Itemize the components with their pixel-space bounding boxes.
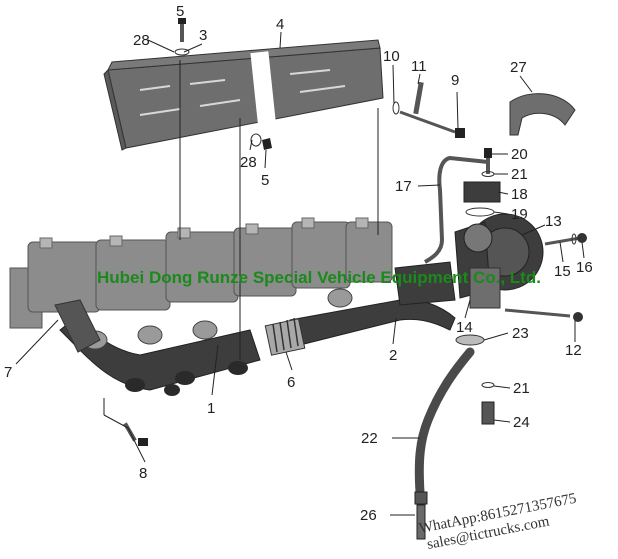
callout-18: 18 bbox=[511, 186, 528, 203]
leader-lines bbox=[15, 31, 585, 516]
callout-21-top: 21 bbox=[511, 166, 528, 183]
fitting-24 bbox=[481, 382, 495, 425]
callout-2: 2 bbox=[389, 347, 397, 364]
callout-26: 26 bbox=[360, 507, 377, 524]
fitting-26 bbox=[414, 491, 428, 540]
callout-17: 17 bbox=[395, 178, 412, 195]
callout-numbers: 1 2 3 4 5 5 6 7 8 9 10 11 12 13 14 15 16… bbox=[4, 3, 593, 524]
bolt-9 bbox=[399, 110, 465, 138]
bolt-15-16 bbox=[544, 233, 587, 246]
callout-10: 10 bbox=[383, 48, 400, 65]
callout-9: 9 bbox=[451, 72, 459, 89]
callout-15: 15 bbox=[554, 263, 571, 280]
bellows-joint bbox=[264, 317, 306, 356]
banjo-block bbox=[463, 181, 501, 203]
callout-12: 12 bbox=[565, 342, 582, 359]
callout-5-top: 5 bbox=[176, 3, 184, 20]
callout-20: 20 bbox=[511, 146, 528, 163]
callout-3: 3 bbox=[199, 27, 207, 44]
gasket-10 bbox=[392, 101, 400, 115]
gasket-19 bbox=[465, 207, 495, 217]
bolt-5-top bbox=[178, 18, 186, 42]
heat-shield bbox=[103, 39, 384, 151]
callout-27: 27 bbox=[510, 59, 527, 76]
callout-1: 1 bbox=[207, 400, 215, 417]
callout-28-top: 28 bbox=[133, 32, 150, 49]
callout-5-lower: 5 bbox=[261, 172, 269, 189]
callout-23: 23 bbox=[512, 325, 529, 342]
oil-feed-pipe bbox=[424, 155, 489, 264]
gasket-23 bbox=[455, 334, 485, 346]
callout-4: 4 bbox=[276, 16, 284, 33]
callout-22: 22 bbox=[361, 430, 378, 447]
oil-return-pipe bbox=[414, 347, 475, 497]
callout-16: 16 bbox=[576, 259, 593, 276]
cylinder-heads bbox=[9, 217, 393, 329]
callout-21-bottom: 21 bbox=[513, 380, 530, 397]
callout-24: 24 bbox=[513, 414, 530, 431]
turbocharger bbox=[454, 213, 544, 309]
callout-13: 13 bbox=[545, 213, 562, 230]
callout-19: 19 bbox=[511, 206, 528, 223]
callout-7: 7 bbox=[4, 364, 12, 381]
bolt-20 bbox=[484, 148, 492, 174]
bolt-12 bbox=[504, 308, 583, 322]
callout-6: 6 bbox=[287, 374, 295, 391]
washer-28-lower bbox=[250, 133, 262, 147]
callout-11: 11 bbox=[411, 58, 427, 75]
callout-28-lower: 28 bbox=[240, 154, 257, 171]
company-watermark: Hubei Dong Runze Special Vehicle Equipme… bbox=[97, 268, 541, 287]
callout-8: 8 bbox=[139, 465, 147, 482]
bolt-5-lower bbox=[262, 138, 272, 150]
washer-28-top bbox=[174, 48, 190, 56]
stud-11 bbox=[413, 81, 424, 115]
exhaust-manifold bbox=[54, 261, 456, 396]
turbo-heat-cover bbox=[509, 93, 576, 136]
callout-14: 14 bbox=[456, 319, 473, 336]
